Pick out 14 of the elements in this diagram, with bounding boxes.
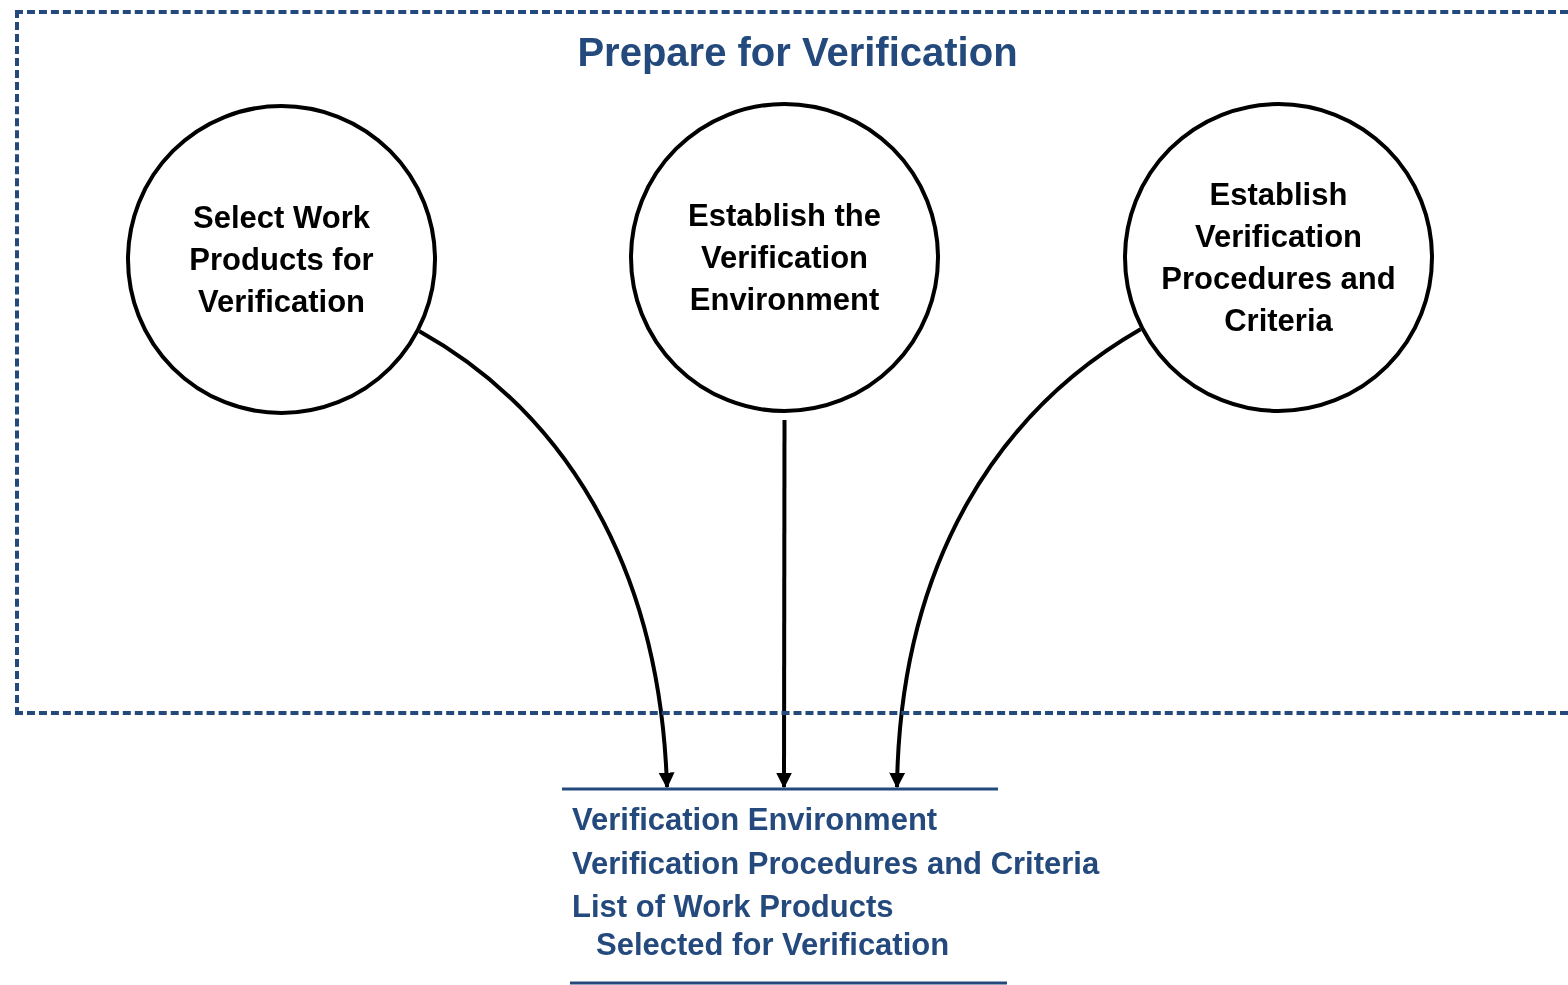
group-title: Prepare for Verification bbox=[576, 30, 1019, 75]
arrow bbox=[889, 327, 1142, 789]
process-label: Establish the Verification Environment bbox=[687, 196, 882, 319]
dashed-group-boundary bbox=[15, 10, 1568, 715]
process-circle bbox=[126, 104, 437, 415]
process-circle bbox=[629, 102, 940, 413]
process-label: Establish Verification Procedures and Criteria bbox=[1160, 175, 1397, 340]
output-item: Verification Environment bbox=[572, 801, 939, 839]
arrow bbox=[776, 420, 792, 789]
process-circle bbox=[1123, 102, 1434, 413]
output-item: Verification Procedures and Criteria bbox=[572, 845, 1101, 883]
arrow bbox=[418, 329, 675, 789]
output-item: List of Work Products Selected for Verification bbox=[572, 888, 951, 964]
process-label: Select Work Products for Verification bbox=[188, 198, 375, 321]
